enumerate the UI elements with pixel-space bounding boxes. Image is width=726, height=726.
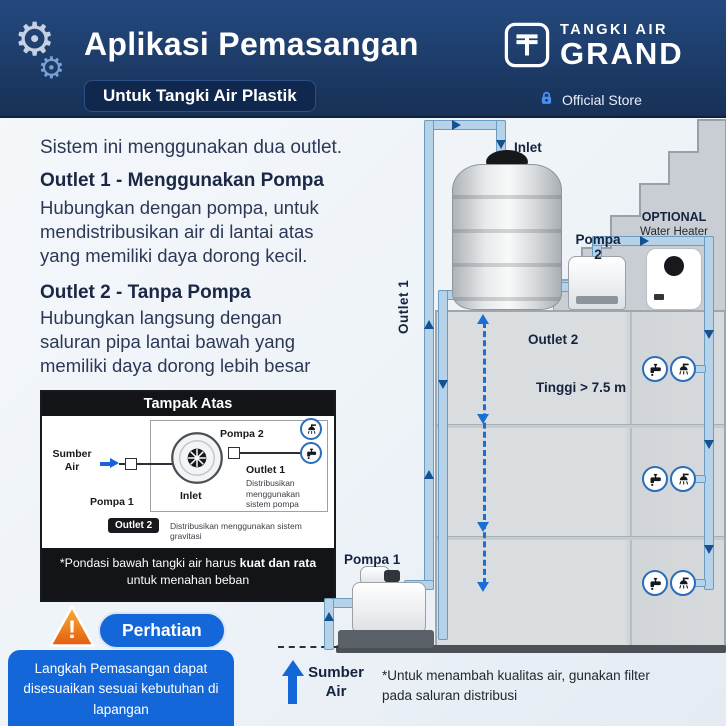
gear-icon: ⚙ [14,13,56,65]
shower-icon [300,418,322,440]
floor-slab [437,424,724,428]
faucet-icon [642,570,668,596]
height-label: Tinggi > 7.5 m [536,380,627,395]
warning-text-panel: Langkah Pemasangan dapat disesuaikan ses… [8,650,234,726]
water-tank [452,164,562,310]
pompa1-device [352,582,426,634]
outlet1-body: Hubungkan dengan pompa, untuk mendistrib… [40,197,319,266]
page-title: Aplikasi Pemasangan [84,26,419,62]
pipe-top-horizontal [424,120,506,130]
pipe-outlet1-vertical [424,120,434,590]
mini-sumber-air-label: Sumber Air [52,448,92,473]
flow-arrow-icon [424,470,434,479]
mini-flow-arrow-stem [100,462,110,466]
filter-note: *Untuk menambah kualitas air, gunakan fi… [382,668,650,703]
house-footprint-outline [150,420,328,512]
tank-top-view-icon [169,430,225,491]
outlet1-vertical-label: Outlet 1 [396,279,411,334]
flow-arrow-icon [424,320,434,329]
mini-outlet1-label: Outlet 1 [246,464,286,476]
water-heater-label: Water Heater [640,226,708,238]
mini-pipe-line [119,463,125,465]
shower-icon [670,466,696,492]
foundation-note: *Pondasi bawah tangki air harus kuat dan… [42,548,334,600]
mini-outlet2-badge: Outlet 2 [108,518,160,533]
height-dashed-line [483,322,486,584]
shower-icon [670,356,696,382]
source-up-arrow-stem [288,676,297,704]
optional-label: OPTIONAL [641,210,707,224]
pompa1-cap [384,570,400,582]
exclamation-mark: ! [67,616,77,644]
top-view-title: Tampak Atas [42,392,334,416]
mini-pipe-line [137,463,172,465]
source-up-arrow-icon [282,660,304,676]
pompa2-label: Pompa 2 [575,232,621,262]
mini-pompa1-label: Pompa 1 [90,496,134,508]
top-view-diagram: Pompa 2 Outlet 1 Distribusikan menggunak… [42,416,334,548]
official-store: Official Store [538,90,642,110]
water-heater-valve [654,294,664,300]
top-view-box: Tampak Atas Pompa 2 Outlet 1 [40,390,336,602]
mini-pompa1-square [125,458,137,470]
pompa2-detail [576,296,618,304]
brand-logo-block: TANGKI AIR GRAND [504,22,684,73]
brand-name-text: GRAND [560,36,684,71]
brand-logo-icon [504,22,550,73]
gear-small-icon: ⚙ [38,52,65,85]
flow-arrow-icon [452,120,461,130]
floor-slab [437,536,724,540]
arrow-down-icon [477,522,489,532]
ground-line [336,645,726,653]
sumber-air-label: Sumber Air [308,664,364,700]
mini-flow-arrow-head [110,458,119,468]
pipe-right-vertical [704,236,714,590]
lock-icon [538,90,555,110]
flow-arrow-icon [704,330,714,339]
intro-text: Sistem ini menggunakan dua outlet. [40,137,343,158]
flow-arrow-icon [704,545,714,554]
faucet-icon [300,442,322,464]
mini-pipe-line [239,452,301,454]
faucet-icon [642,466,668,492]
mini-outlet2-desc: Distribusikan menggunakan sistem gravita… [170,521,302,541]
foundation-note-bold: kuat dan rata [239,556,317,570]
flow-arrow-icon [438,380,448,389]
header: ⚙ ⚙ Aplikasi Pemasangan Untuk Tangki Air… [0,0,726,118]
mini-outlet1-desc: Distribusikan menggunakan sistem pompa [246,478,300,510]
inlet-label: Inlet [514,140,542,155]
outlet2-label: Outlet 2 [528,332,579,347]
arrow-down-icon [477,414,489,424]
flow-arrow-icon [324,612,334,621]
ground-dashed-line [278,646,338,648]
foundation-note-pre: *Pondasi bawah tangki air harus [59,556,240,570]
mini-pompa2-label: Pompa 2 [220,428,264,440]
foundation-note-post: untuk menahan beban [126,572,250,587]
outlet1-heading: Outlet 1 - Menggunakan Pompa [40,170,324,191]
subtitle-badge: Untuk Tangki Air Plastik [84,80,316,112]
pipe-outlet2-vertical [438,290,448,640]
shower-icon [670,570,696,596]
warning-title-pill: Perhatian [98,612,226,649]
warning-triangle-icon: ! [48,604,96,648]
faucet-icon [642,356,668,382]
pompa1-label: Pompa 1 [344,552,401,567]
arrow-down-icon [477,582,489,592]
flow-arrow-icon [640,236,649,246]
flow-arrow-icon [496,140,506,149]
brand-top-text: TANGKI AIR [560,22,668,38]
arrow-up-icon [477,314,489,324]
interior-wall-line [630,312,632,646]
outlet2-heading: Outlet 2 - Tanpa Pompa [40,282,251,303]
water-heater-gauge [664,256,684,276]
flow-arrow-icon [704,440,714,449]
mini-inlet-label: Inlet [180,490,202,502]
outlet2-body: Hubungkan langsung dengan saluran pipa l… [40,307,311,376]
official-store-label: Official Store [562,92,642,108]
pipe-source-vertical [324,598,334,650]
pompa1-base [338,630,434,648]
